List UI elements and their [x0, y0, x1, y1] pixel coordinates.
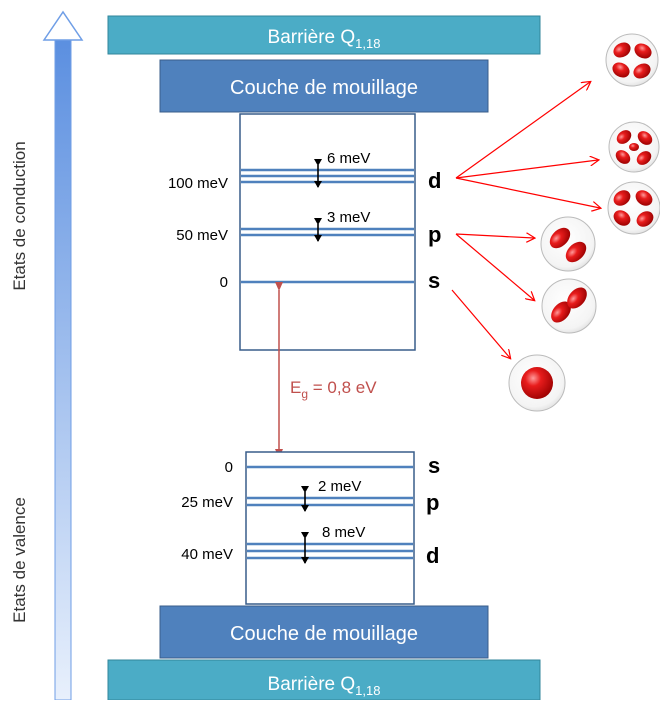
- conduction-energy-d: 100 meV: [168, 175, 228, 192]
- valence-energy-d: 40 meV: [181, 546, 233, 563]
- barrier-bottom-rect: [107, 659, 541, 701]
- valence-splitting-d: 8 meV: [322, 524, 365, 541]
- valence-orbital-d: d: [426, 543, 439, 568]
- s-orbital: [508, 354, 566, 412]
- conduction-level-p: [241, 227, 414, 237]
- valence-orbital-s: s: [428, 453, 440, 478]
- valence-axis-label: Etats de valence: [10, 497, 29, 623]
- valence-energy-s: 0: [225, 459, 233, 476]
- wetting-layer-top-label: Couche de mouillage: [230, 77, 418, 99]
- arrow-p-to-orbital-2: [455, 233, 534, 300]
- barrier-top-rect: [107, 15, 541, 55]
- conduction-orbital-d: d: [428, 168, 441, 193]
- barrier-bottom-label: Barrière Q1,18: [268, 674, 381, 698]
- valence-splitting-p: 2 meV: [318, 478, 361, 495]
- conduction-well-box: [239, 113, 416, 351]
- valence-level-d: [247, 542, 413, 560]
- wetting-layer-top-rect: [159, 59, 489, 113]
- barrier-top-label: Barrière Q1,18: [268, 27, 381, 51]
- conduction-splitting-p: 3 meV: [327, 209, 370, 226]
- wetting-layer-bottom-label: Couche de mouillage: [230, 623, 418, 645]
- p-orbital-1: [540, 216, 596, 272]
- conduction-energy-p: 50 meV: [176, 227, 228, 244]
- d-orbital-3: [607, 181, 660, 235]
- wetting-layer-bottom-box: Couche de mouillage: [159, 605, 489, 659]
- conduction-energy-s: 0: [220, 274, 228, 291]
- energy-axis-arrow: [42, 10, 84, 701]
- wetting-layer-top-box: Couche de mouillage: [159, 59, 489, 113]
- arrow-s-to-orbital: [451, 289, 510, 358]
- barrier-top-box: Barrière Q1,18: [107, 15, 541, 55]
- valence-energy-p: 25 meV: [181, 494, 233, 511]
- arrow-p-to-orbital-1: [455, 234, 534, 238]
- p-orbital-2: [541, 278, 597, 334]
- d-orbital-1: [605, 33, 659, 87]
- valence-level-p: [247, 496, 413, 507]
- arrow-d-to-orbital-3: [455, 177, 600, 208]
- barrier-bottom-box: Barrière Q1,18: [107, 659, 541, 701]
- conduction-axis-label: Etats de conduction: [10, 141, 29, 290]
- d-orbital-2: [608, 121, 660, 173]
- valence-well-box: [245, 451, 415, 605]
- conduction-splitting-d: 6 meV: [327, 150, 370, 167]
- arrow-d-to-orbital-1: [455, 82, 590, 179]
- conduction-orbital-p: p: [428, 222, 441, 247]
- arrow-d-to-orbital-2: [455, 160, 598, 179]
- orbital-arrows: [451, 82, 600, 358]
- wetting-layer-bottom-rect: [159, 605, 489, 659]
- conduction-level-d: [241, 168, 414, 184]
- valence-orbital-p: p: [426, 490, 439, 515]
- band-gap-label: Eg = 0,8 eV: [290, 378, 377, 401]
- conduction-orbital-s: s: [428, 268, 440, 293]
